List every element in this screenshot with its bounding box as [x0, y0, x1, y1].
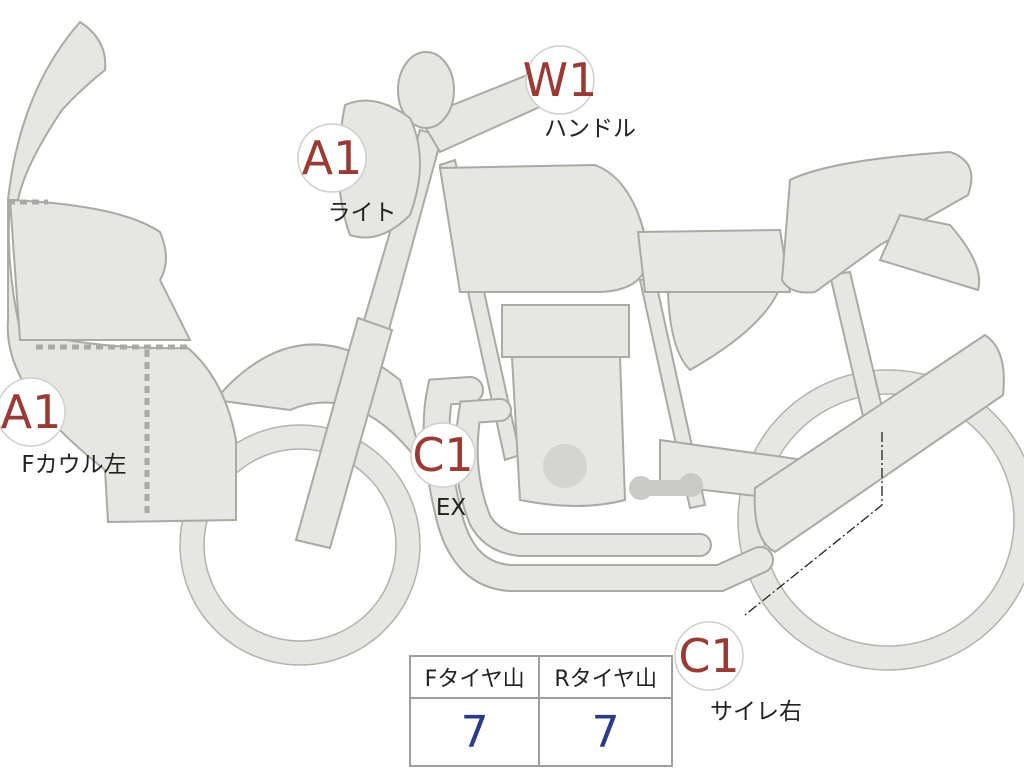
tail-fin [878, 213, 981, 292]
panel-boundary [8, 199, 190, 515]
callout-front-cowl-left[interactable]: A1 Fカウル左 [0, 377, 127, 478]
front-tire-tread-header: Fタイヤ山 [408, 655, 541, 699]
side-cover [666, 291, 780, 372]
svg-text:C1: C1 [678, 629, 739, 683]
rear-tire-tread-value: 7 [538, 697, 673, 767]
cowl-inner [8, 198, 192, 341]
svg-text:C1: C1 [412, 428, 473, 482]
mirror [397, 51, 455, 129]
svg-text:サイレ右: サイレ右 [710, 699, 802, 725]
engine-cover [543, 444, 587, 488]
callout-exhaust[interactable]: C1 EX [410, 422, 476, 521]
svg-text:ライト: ライト [328, 200, 397, 226]
callout-handlebar[interactable]: W1 ハンドル [523, 45, 636, 142]
svg-text:A1: A1 [1, 385, 62, 439]
footpeg-knob-rear [679, 473, 703, 497]
callout-headlight[interactable]: A1 ライト [297, 123, 397, 226]
rear-tire-tread-header: Rタイヤ山 [538, 655, 673, 699]
engine-block [510, 356, 627, 507]
tread-header-row: Fタイヤ山 Rタイヤ山 [408, 655, 673, 699]
fuel-tank [438, 163, 650, 293]
tread-value-row: 7 7 [408, 697, 673, 767]
svg-text:Fカウル左: Fカウル左 [21, 452, 126, 478]
svg-text:ハンドル: ハンドル [544, 116, 636, 142]
engine-top [501, 304, 630, 358]
seat [636, 228, 792, 293]
callout-silencer-right[interactable]: C1 サイレ右 [674, 621, 802, 725]
svg-text:W1: W1 [523, 53, 598, 107]
tire-tread-table: Fタイヤ山 Rタイヤ山 7 7 [408, 655, 673, 767]
svg-text:A1: A1 [302, 131, 363, 185]
silencer [753, 333, 1005, 554]
front-tire-tread-value: 7 [408, 697, 541, 767]
footpeg-knob [629, 476, 653, 500]
front-wheel [179, 424, 421, 666]
silencer-guide-line [744, 432, 883, 616]
svg-text:EX: EX [436, 495, 467, 521]
fork-lower [294, 316, 394, 550]
tail-cowl [780, 150, 973, 294]
